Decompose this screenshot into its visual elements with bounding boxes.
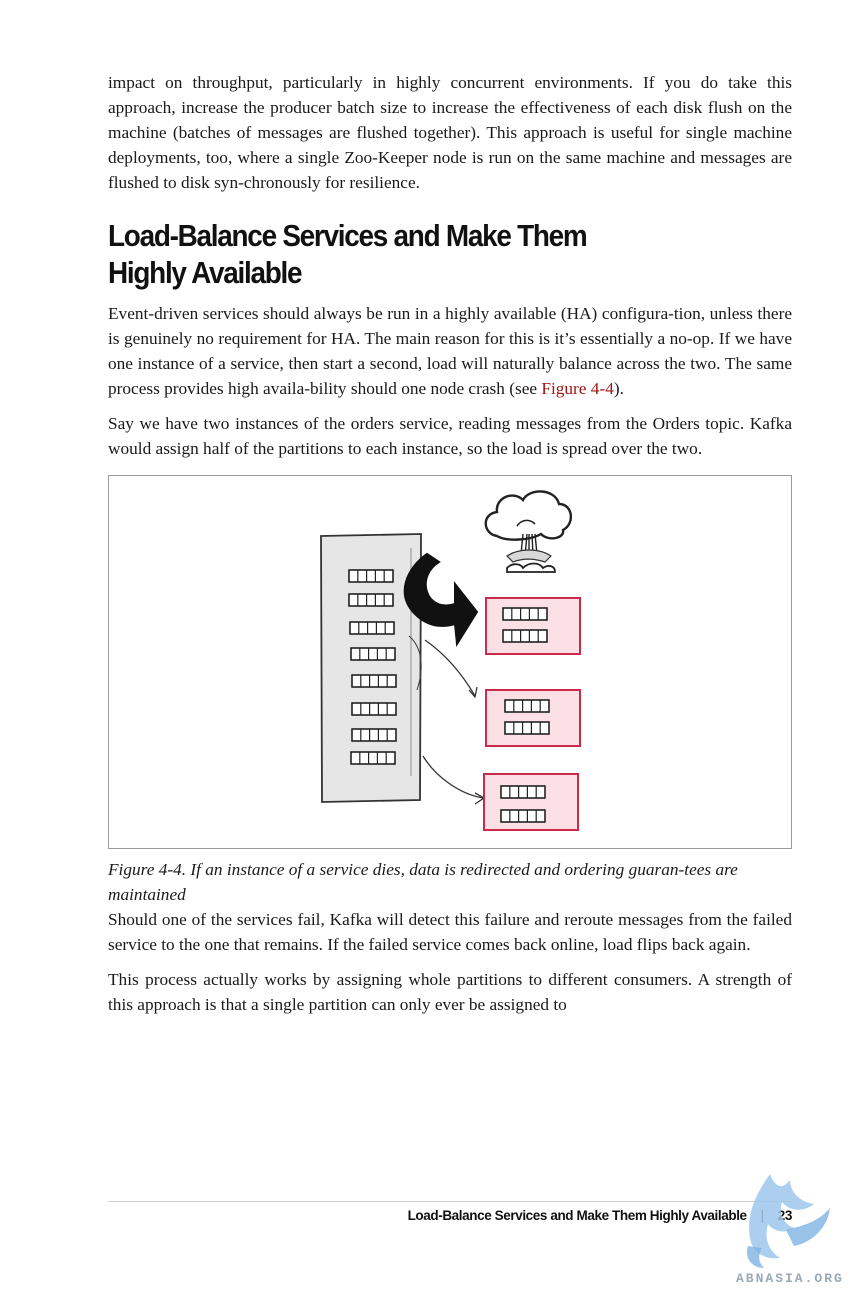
paragraph-ha-text: Event-driven services should always be r… — [108, 304, 792, 398]
service-instance-failed — [485, 597, 581, 655]
partition-icon — [500, 785, 546, 799]
partition-icon — [502, 607, 548, 621]
flow-arrow — [424, 639, 476, 697]
partition-icon — [350, 751, 396, 765]
figure-diagram — [320, 490, 581, 831]
curved-arrow-icon — [403, 552, 479, 648]
paragraph-ha: Event-driven services should always be r… — [108, 301, 792, 401]
figure-caption: Figure 4-4. If an instance of a service … — [108, 860, 738, 904]
partition-icon — [502, 629, 548, 643]
paragraph-intro: impact on throughput, particularly in hi… — [108, 73, 792, 192]
footer-rule — [108, 1201, 792, 1202]
section-heading: Load-Balance Services and Make Them High… — [108, 218, 588, 290]
partition-icon — [351, 728, 397, 742]
running-head: Load-Balance Services and Make Them High… — [407, 1208, 747, 1223]
partition-icon — [504, 721, 550, 735]
partition-icon — [351, 674, 397, 688]
figure-reference-link[interactable]: Figure 4-4 — [541, 379, 614, 398]
paragraph-ha-end: ). — [613, 379, 624, 398]
paragraph-failure: Should one of the services fail, Kafka w… — [108, 910, 792, 954]
watermark-text: ABNASIA.ORG — [736, 1271, 844, 1286]
cloud-explosion-icon — [484, 490, 572, 573]
service-instance — [485, 689, 581, 747]
partition-icon — [351, 702, 397, 716]
flow-arrow — [422, 755, 484, 799]
paragraph-orders: Say we have two instances of the orders … — [108, 414, 792, 458]
partition-icon — [504, 699, 550, 713]
partition-icon — [500, 809, 546, 823]
partition-icon — [348, 593, 394, 607]
paragraph-partitions: This process actually works by assigning… — [108, 970, 792, 1014]
figure-frame — [108, 475, 792, 849]
watermark-logo-icon: ABNASIA.ORG — [736, 1174, 844, 1286]
partition-icon — [349, 621, 395, 635]
partition-icon — [350, 647, 396, 661]
partition-icon — [348, 569, 394, 583]
page-content: impact on throughput, particularly in hi… — [108, 70, 792, 1017]
